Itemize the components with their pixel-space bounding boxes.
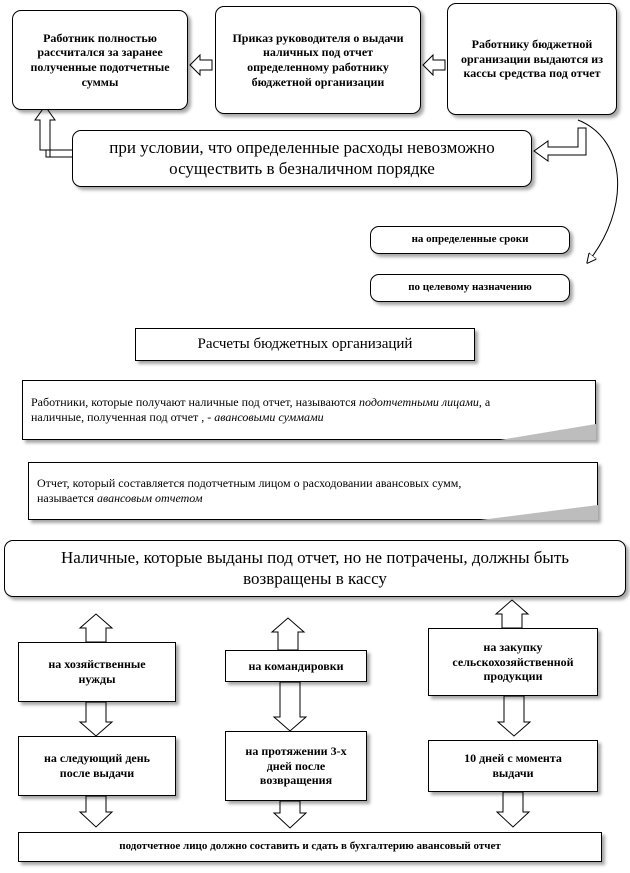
arrow-p3-to-d3 <box>496 695 532 737</box>
footer-report-text: подотчетное лицо должно составить и сдат… <box>119 840 501 853</box>
arrow-box3-to-box2 <box>422 53 446 77</box>
term-definite-dates: на определенные сроки <box>370 226 570 254</box>
deadline-next-day-text: на следующий день после выдачи <box>44 751 150 780</box>
footer-report-box: подотчетное лицо должно составить и сдат… <box>18 832 602 862</box>
deadline-ten-days-text: 10 дней с момента выдачи <box>464 751 562 780</box>
definition-advance-report-fold <box>480 505 598 520</box>
purpose-agri-purchase-text: на закупку сельскохозяйственной продукци… <box>452 640 574 684</box>
box-director-order-text: Приказ руководителя о выдачи наличных по… <box>232 30 404 89</box>
term-target-purpose: по целевому назначению <box>370 274 570 302</box>
return-cash-box: Наличные, которые выданы под отчет, но н… <box>4 540 626 597</box>
arrow-p2-to-return <box>270 617 306 651</box>
condition-box: при условии, что определенные расходы не… <box>72 130 532 187</box>
term-target-purpose-text: по целевому назначению <box>408 281 532 294</box>
diagram-title: Расчеты бюджетных организаций <box>135 328 475 361</box>
box-fully-settled: Работник полностью рассчитался за заране… <box>12 10 188 110</box>
purpose-household-text: на хозяйственные нужды <box>48 657 146 686</box>
return-cash-text: Наличные, которые выданы под отчет, но н… <box>60 547 570 588</box>
condition-text: при условии, что определенные расходы не… <box>109 137 495 178</box>
purpose-business-trips-text: на командировки <box>248 658 344 673</box>
definition-accountable-fold <box>500 424 596 440</box>
arrow-d2-to-footer <box>272 800 308 829</box>
arrow-box2-to-box1 <box>189 53 213 77</box>
box-cash-issued-text: Работнику бюджетной организации выдаются… <box>460 37 604 81</box>
deadline-three-days: на протяжении 3-х дней после возвращения <box>225 731 367 801</box>
arrow-p2-to-d2 <box>272 681 308 732</box>
diagram-title-text: Расчеты бюджетных организаций <box>197 336 413 353</box>
deadline-three-days-text: на протяжении 3-х дней после возвращения <box>245 744 347 788</box>
definition-accountable-text: Работники, которые получают наличные под… <box>31 395 491 424</box>
arrow-box3-to-terms <box>577 119 618 262</box>
box-fully-settled-text: Работник полностью рассчитался за заране… <box>30 30 170 89</box>
arrow-box3-to-condition <box>533 127 587 162</box>
box-cash-issued: Работнику бюджетной организации выдаются… <box>447 3 617 115</box>
definition-advance-report-text: Отчет, который составляется подотчетным … <box>37 476 462 505</box>
purpose-household: на хозяйственные нужды <box>18 642 176 702</box>
deadline-ten-days: 10 дней с момента выдачи <box>428 740 598 792</box>
arrow-d3-to-footer <box>495 791 531 828</box>
arrow-p1-to-d1 <box>78 701 114 737</box>
term-definite-dates-text: на определенные сроки <box>411 233 529 246</box>
arrow-p3-to-return <box>494 599 530 629</box>
arrow-d1-to-footer <box>78 795 114 828</box>
purpose-business-trips: на командировки <box>225 650 367 682</box>
box-director-order: Приказ руководителя о выдачи наличных по… <box>215 6 421 114</box>
purpose-agri-purchase: на закупку сельскохозяйственной продукци… <box>428 628 598 696</box>
arrow-p1-to-return <box>78 613 114 643</box>
deadline-next-day: на следующий день после выдачи <box>18 736 176 796</box>
